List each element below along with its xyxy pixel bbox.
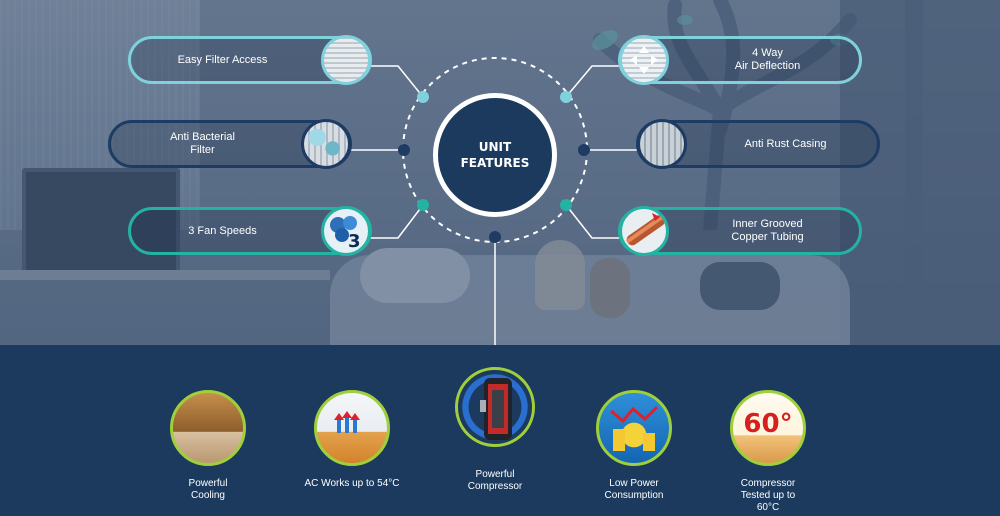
bottom-feature-low-power: Low Power Consumption	[569, 390, 699, 502]
bottom-feature-powerful-cooling: Powerful Cooling	[143, 390, 273, 502]
compressor-icon	[455, 367, 535, 447]
fan-speed-number: 3	[348, 231, 361, 252]
feature-label: 3 Fan Speeds	[188, 224, 257, 237]
node-dot	[560, 199, 572, 211]
feature-anti-rust-casing: Anti Rust Casing	[636, 119, 880, 169]
node-dot	[417, 91, 429, 103]
node-dot	[560, 91, 572, 103]
feature-label: Anti Bacterial Filter	[170, 131, 235, 156]
node-dot	[398, 144, 410, 156]
bottom-features-band: Powerful Cooling AC Works up to 54°C	[0, 345, 1000, 516]
feature-anti-bacterial-filter: Anti Bacterial Filter	[108, 119, 352, 169]
plush-toy	[590, 258, 630, 318]
node-dot	[417, 199, 429, 211]
node-dot	[489, 231, 501, 243]
plush-toy	[535, 240, 585, 310]
pillow	[700, 262, 780, 310]
feature-4-way-air-deflection: 4 Way Air Deflection	[618, 35, 862, 85]
bottom-feature-label: Powerful Cooling	[188, 478, 228, 501]
bottom-feature-tested-60: 60° Compressor Tested up to 60°C	[703, 390, 833, 514]
feature-inner-grooved-copper-tubing: Inner Grooved Copper Tubing	[618, 206, 862, 256]
unit-features-hub: UNIT FEATURES	[433, 93, 557, 217]
room-cooling-icon	[170, 390, 246, 466]
feature-label: 4 Way Air Deflection	[734, 47, 801, 72]
rust-casing-icon	[637, 119, 687, 169]
fan-speed-icon: 3	[321, 206, 371, 256]
sixty-badge: 60°	[743, 409, 793, 439]
bottom-feature-powerful-compressor: Powerful Compressor	[430, 367, 560, 493]
antibacterial-filter-icon	[301, 119, 351, 169]
copper-tubing-icon	[619, 206, 669, 256]
bottom-feature-label: Powerful Compressor	[467, 469, 523, 492]
bottom-feature-ac-works-54: AC Works up to 54°C	[287, 390, 417, 490]
sixty-degrees-icon: 60°	[730, 390, 806, 466]
feature-easy-filter-access: Easy Filter Access	[128, 35, 372, 85]
feature-label: Inner Grooved Copper Tubing	[731, 218, 804, 243]
heat-tolerance-icon	[314, 390, 390, 466]
hub-title: UNIT FEATURES	[460, 140, 530, 170]
feature-label: Easy Filter Access	[177, 53, 268, 66]
air-deflection-icon	[619, 35, 669, 85]
pillow	[360, 248, 470, 303]
bottom-feature-label: AC Works up to 54°C	[304, 478, 400, 489]
feature-label: Anti Rust Casing	[744, 137, 827, 150]
filter-icon	[321, 35, 371, 85]
bottom-feature-label: Low Power Consumption	[604, 478, 664, 501]
power-saving-icon	[596, 390, 672, 466]
feature-3-fan-speeds: 3 Fan Speeds 3	[128, 206, 372, 256]
pillar	[905, 0, 923, 345]
desk	[0, 270, 330, 280]
node-dot	[578, 144, 590, 156]
bottom-feature-label: Compressor Tested up to 60°C	[740, 478, 796, 513]
